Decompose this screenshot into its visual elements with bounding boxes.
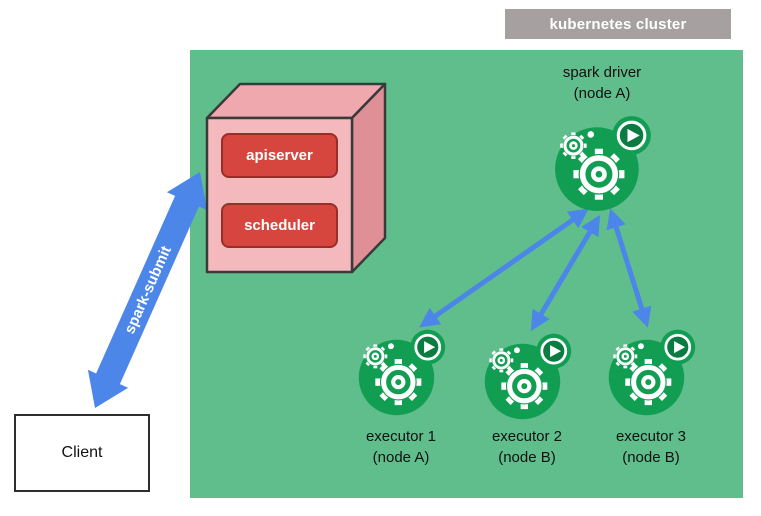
spark-submit-label: spark-submit <box>121 243 175 337</box>
executor-2-label-line2: (node B) <box>498 449 556 466</box>
apiserver-label: apiserver <box>246 147 313 164</box>
executor-3-label-line1: executor 3 <box>615 428 687 445</box>
client-label: Client <box>61 444 103 461</box>
executor-2-label-line1: executor 2 <box>491 428 563 445</box>
executor-1-label-line2: (node A) <box>372 449 430 466</box>
executor-1-label-line1: executor 1 <box>365 428 437 445</box>
scheduler-label: scheduler <box>244 217 315 234</box>
scheduler-box: scheduler <box>221 203 338 248</box>
executor-3-label: executor 3 (node B) <box>589 426 713 468</box>
spark-driver-label-line1: spark driver <box>562 64 642 81</box>
kubernetes-cluster-label: kubernetes cluster <box>505 9 731 39</box>
spark-driver-label-line2: (node A) <box>573 85 631 102</box>
executor-1-label: executor 1 (node A) <box>339 426 463 468</box>
apiserver-box: apiserver <box>221 133 338 178</box>
client-box: Client <box>14 414 150 492</box>
spark-driver-label: spark driver (node A) <box>540 62 664 104</box>
executor-3-label-line2: (node B) <box>622 449 680 466</box>
executor-2-label: executor 2 (node B) <box>465 426 589 468</box>
